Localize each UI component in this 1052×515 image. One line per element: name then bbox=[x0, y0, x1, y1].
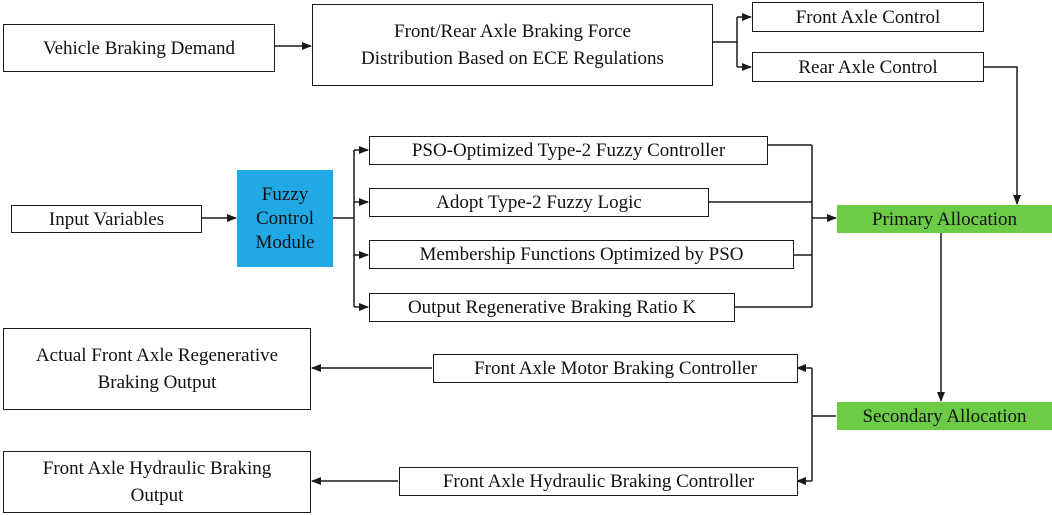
regenerative-braking-output-box: Actual Front Axle Regenerative Braking O… bbox=[3, 328, 311, 410]
front-axle-control-box: Front Axle Control bbox=[752, 2, 984, 32]
ece-distribution-box: Front/Rear Axle Braking Force Distributi… bbox=[312, 4, 713, 86]
arrow-rear-control-to-primary bbox=[983, 66, 1021, 205]
membership-functions-box: Membership Functions Optimized by PSO bbox=[369, 240, 794, 269]
input-variables-box: Input Variables bbox=[11, 205, 202, 233]
type2-fuzzy-logic-box: Adopt Type-2 Fuzzy Logic bbox=[369, 188, 709, 217]
fuzzy-control-module-box: Fuzzy Control Module bbox=[237, 170, 333, 267]
vehicle-braking-demand-box: Vehicle Braking Demand bbox=[3, 24, 275, 72]
hydraulic-braking-output-box: Front Axle Hydraulic Braking Output bbox=[3, 451, 311, 513]
motor-braking-controller-box: Front Axle Motor Braking Controller bbox=[433, 354, 798, 383]
output-regen-ratio-box: Output Regenerative Braking Ratio K bbox=[369, 293, 735, 322]
rear-axle-control-box: Rear Axle Control bbox=[752, 52, 984, 82]
hydraulic-braking-controller-box: Front Axle Hydraulic Braking Controller bbox=[399, 467, 798, 496]
pso-optimized-controller-box: PSO-Optimized Type-2 Fuzzy Controller bbox=[369, 136, 768, 165]
primary-allocation-box: Primary Allocation bbox=[837, 205, 1052, 233]
secondary-allocation-box: Secondary Allocation bbox=[837, 402, 1052, 430]
